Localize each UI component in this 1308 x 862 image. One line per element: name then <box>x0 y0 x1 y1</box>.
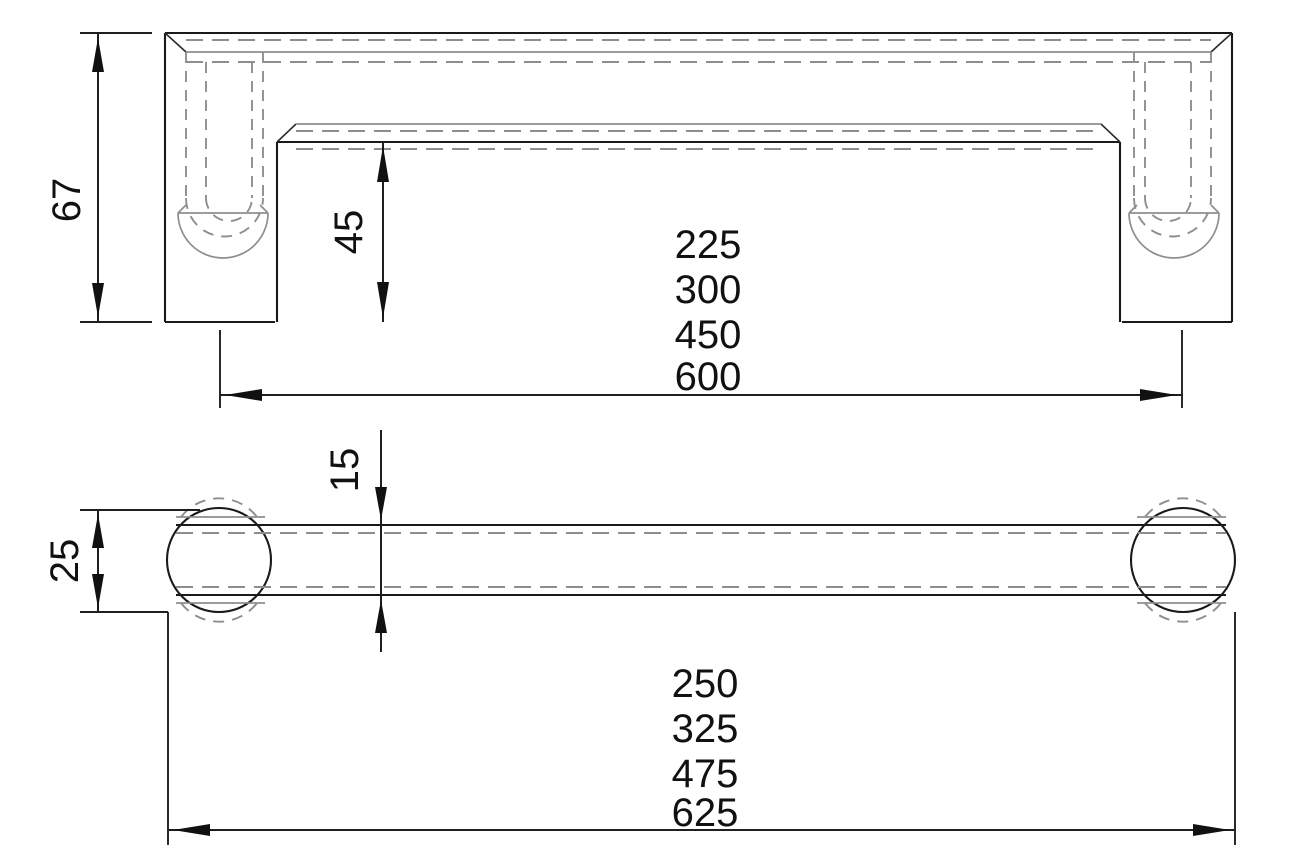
dimension-overall-height-67: 67 <box>45 32 152 323</box>
dimension-offset-15: 15 <box>323 430 387 652</box>
hidden-right-slot-arc-inner <box>1144 197 1192 222</box>
hidden-left-slot-arc-outer <box>185 197 264 238</box>
arrow-67-down <box>92 283 104 317</box>
front-length-option-4: 600 <box>675 355 742 399</box>
bevel-inner-left <box>276 123 297 143</box>
right-slot-arc-tick-a <box>1128 204 1138 214</box>
plan-left-cap-hidden-bottom <box>180 602 258 623</box>
front-length-option-2: 300 <box>675 268 742 312</box>
arrow-front-length-right <box>1140 389 1177 401</box>
front-view-hidden-lines <box>177 39 1220 259</box>
left-slot-arc-solid <box>177 212 269 259</box>
front-length-options-list: 225 300 450 600 <box>675 223 742 399</box>
left-slot-arc-tick-b <box>259 204 269 214</box>
bevel-top-right <box>1210 32 1233 53</box>
arrow-15-down <box>375 487 387 520</box>
arrow-67-up <box>92 38 104 72</box>
dim-label-15: 15 <box>323 448 367 493</box>
front-length-option-1: 225 <box>675 223 742 267</box>
arrow-front-length-left <box>225 389 262 401</box>
plan-length-options-list: 250 325 475 625 <box>672 662 739 835</box>
bevel-inner-right <box>1100 123 1121 143</box>
hidden-left-slot-arc-inner <box>205 197 253 222</box>
hidden-right-slot-arc-outer <box>1133 197 1212 238</box>
plan-length-option-2: 325 <box>672 707 739 751</box>
front-view-bevels <box>164 32 1233 143</box>
front-length-option-3: 450 <box>675 313 742 357</box>
arrow-plan-length-right <box>1193 824 1230 836</box>
front-elevation-view: 67 45 225 300 450 600 <box>45 31 1234 408</box>
dimension-overall-length-plan <box>167 612 1236 845</box>
arrow-15-up <box>375 600 387 633</box>
plan-length-option-3: 475 <box>672 752 739 796</box>
arrow-45-down <box>377 282 389 318</box>
left-slot-arc-tick-a <box>177 204 187 214</box>
arrow-plan-length-left <box>173 824 210 836</box>
dimension-diameter-25: 25 <box>43 509 200 613</box>
dim-label-45: 45 <box>327 210 371 255</box>
plan-left-end-cap <box>165 506 273 614</box>
bevel-top-left <box>164 32 187 53</box>
dimension-overall-length-front <box>219 330 1183 408</box>
plan-length-option-1: 250 <box>672 662 739 706</box>
arrow-25-down <box>92 574 104 608</box>
plan-right-cap-hidden-bottom <box>1144 602 1222 623</box>
plan-right-end-cap <box>1129 506 1237 614</box>
dim-label-67: 67 <box>45 178 89 223</box>
arrow-25-up <box>92 514 104 548</box>
plan-length-option-4: 625 <box>672 791 739 835</box>
right-slot-arc-solid <box>1128 212 1220 259</box>
right-slot-arc-tick-b <box>1210 204 1220 214</box>
dimension-clear-height-45: 45 <box>327 142 389 322</box>
arrow-45-up <box>377 146 389 182</box>
front-view-outline <box>163 31 1234 324</box>
plan-view: 25 15 250 325 475 625 <box>43 430 1237 845</box>
plan-right-cap-hidden-top <box>1144 497 1222 518</box>
dim-label-25: 25 <box>43 539 87 584</box>
